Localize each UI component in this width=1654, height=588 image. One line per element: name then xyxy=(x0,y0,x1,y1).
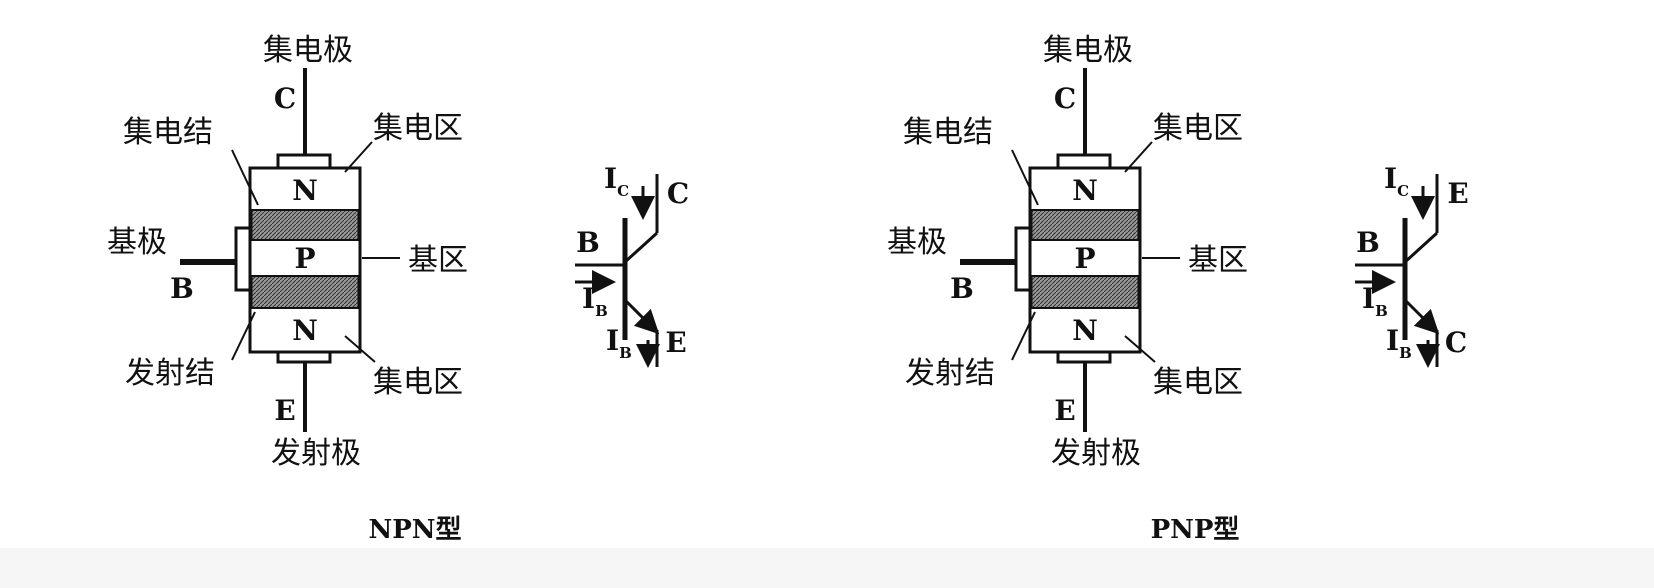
current-letter: I xyxy=(582,282,595,315)
collector-region-leader xyxy=(1124,141,1153,173)
emitter-junction-layer xyxy=(1030,275,1140,309)
emitter-junction-label: 发射结 xyxy=(905,356,995,391)
base-region-label: 基区 xyxy=(408,243,468,278)
current-subscript: B xyxy=(1399,344,1412,362)
collector-region-bottom-label: 集电区 xyxy=(373,365,463,400)
collector-region-leader xyxy=(344,141,373,173)
base-contact xyxy=(1014,226,1032,292)
symbol-emitter-diagonal xyxy=(1403,298,1440,335)
current-subscript: B xyxy=(1375,302,1388,320)
current-letter: I xyxy=(1362,282,1375,315)
collector-contact xyxy=(276,153,332,170)
emitter-junction-leader xyxy=(231,311,256,361)
collector-region-bottom-leader xyxy=(1124,335,1156,363)
current-letter: I xyxy=(1384,162,1397,195)
emitter-electrode-label: 发射极 xyxy=(271,436,361,471)
collector-junction-label: 集电结 xyxy=(123,115,213,150)
current-letter: I xyxy=(604,162,617,195)
b-terminal-label: B xyxy=(170,272,194,305)
collector-contact xyxy=(1056,153,1112,170)
collector-junction-layer xyxy=(1030,209,1140,241)
current-subscript: C xyxy=(617,182,629,200)
collector-junction-label: 集电结 xyxy=(903,115,993,150)
emitter-junction-label: 发射结 xyxy=(125,356,215,391)
middle-layer-label: P xyxy=(294,242,315,275)
bottom-current-label: IB xyxy=(606,324,632,362)
collector-junction-leader xyxy=(231,149,259,206)
type-title: PNP型 xyxy=(1151,515,1240,545)
collector-junction-layer xyxy=(250,209,360,241)
base-contact xyxy=(234,226,252,292)
top-current-label: IC xyxy=(604,162,629,200)
current-subscript: B xyxy=(619,344,632,362)
e-terminal-label: E xyxy=(274,394,295,427)
base-current-label: IB xyxy=(582,282,608,320)
e-terminal-label: E xyxy=(1054,394,1075,427)
type-title: NPN型 xyxy=(368,515,461,545)
collector-region-bottom-leader xyxy=(344,335,376,363)
base-terminal-label: B xyxy=(1356,226,1380,259)
emitter-junction-leader xyxy=(1011,311,1036,361)
base-region-label: 基区 xyxy=(1188,243,1248,278)
collector-region-bottom-label: 集电区 xyxy=(1153,365,1243,400)
symbol-collector-diagonal xyxy=(1403,231,1439,264)
emitter-junction-layer xyxy=(250,275,360,309)
current-subscript: C xyxy=(1397,182,1409,200)
top-terminal-label: E xyxy=(1447,177,1468,210)
base-terminal-label: B xyxy=(576,226,600,259)
bottom-terminal-label: C xyxy=(1445,326,1467,359)
symbol-emitter-diagonal xyxy=(623,298,660,335)
collector-region-label: 集电区 xyxy=(373,111,463,146)
bottom-layer-label: N xyxy=(292,314,318,347)
top-current-label: IC xyxy=(1384,162,1409,200)
bottom-terminal-label: E xyxy=(665,326,686,359)
base-electrode-label: 基极 xyxy=(887,225,947,260)
middle-layer-label: P xyxy=(1074,242,1095,275)
top-terminal-label: C xyxy=(667,177,689,210)
collector-electrode-label: 集电极 xyxy=(263,33,353,68)
top-layer-label: N xyxy=(1072,174,1098,207)
bottom-layer-label: N xyxy=(1072,314,1098,347)
base-electrode-label: 基极 xyxy=(107,225,167,260)
c-terminal-label: C xyxy=(1054,82,1076,115)
top-layer-label: N xyxy=(292,174,318,207)
base-current-label: IB xyxy=(1362,282,1388,320)
bottom-strip xyxy=(0,548,1654,588)
b-terminal-label: B xyxy=(950,272,974,305)
bottom-current-label: IB xyxy=(1386,324,1412,362)
emitter-contact xyxy=(1056,350,1112,364)
emitter-contact xyxy=(276,350,332,364)
collector-junction-leader xyxy=(1011,149,1039,206)
current-subscript: B xyxy=(595,302,608,320)
current-letter: I xyxy=(1386,324,1399,357)
emitter-electrode-label: 发射极 xyxy=(1051,436,1141,471)
collector-region-label: 集电区 xyxy=(1153,111,1243,146)
c-terminal-label: C xyxy=(274,82,296,115)
collector-electrode-label: 集电极 xyxy=(1043,33,1133,68)
current-letter: I xyxy=(606,324,619,357)
symbol-collector-diagonal xyxy=(623,231,659,264)
